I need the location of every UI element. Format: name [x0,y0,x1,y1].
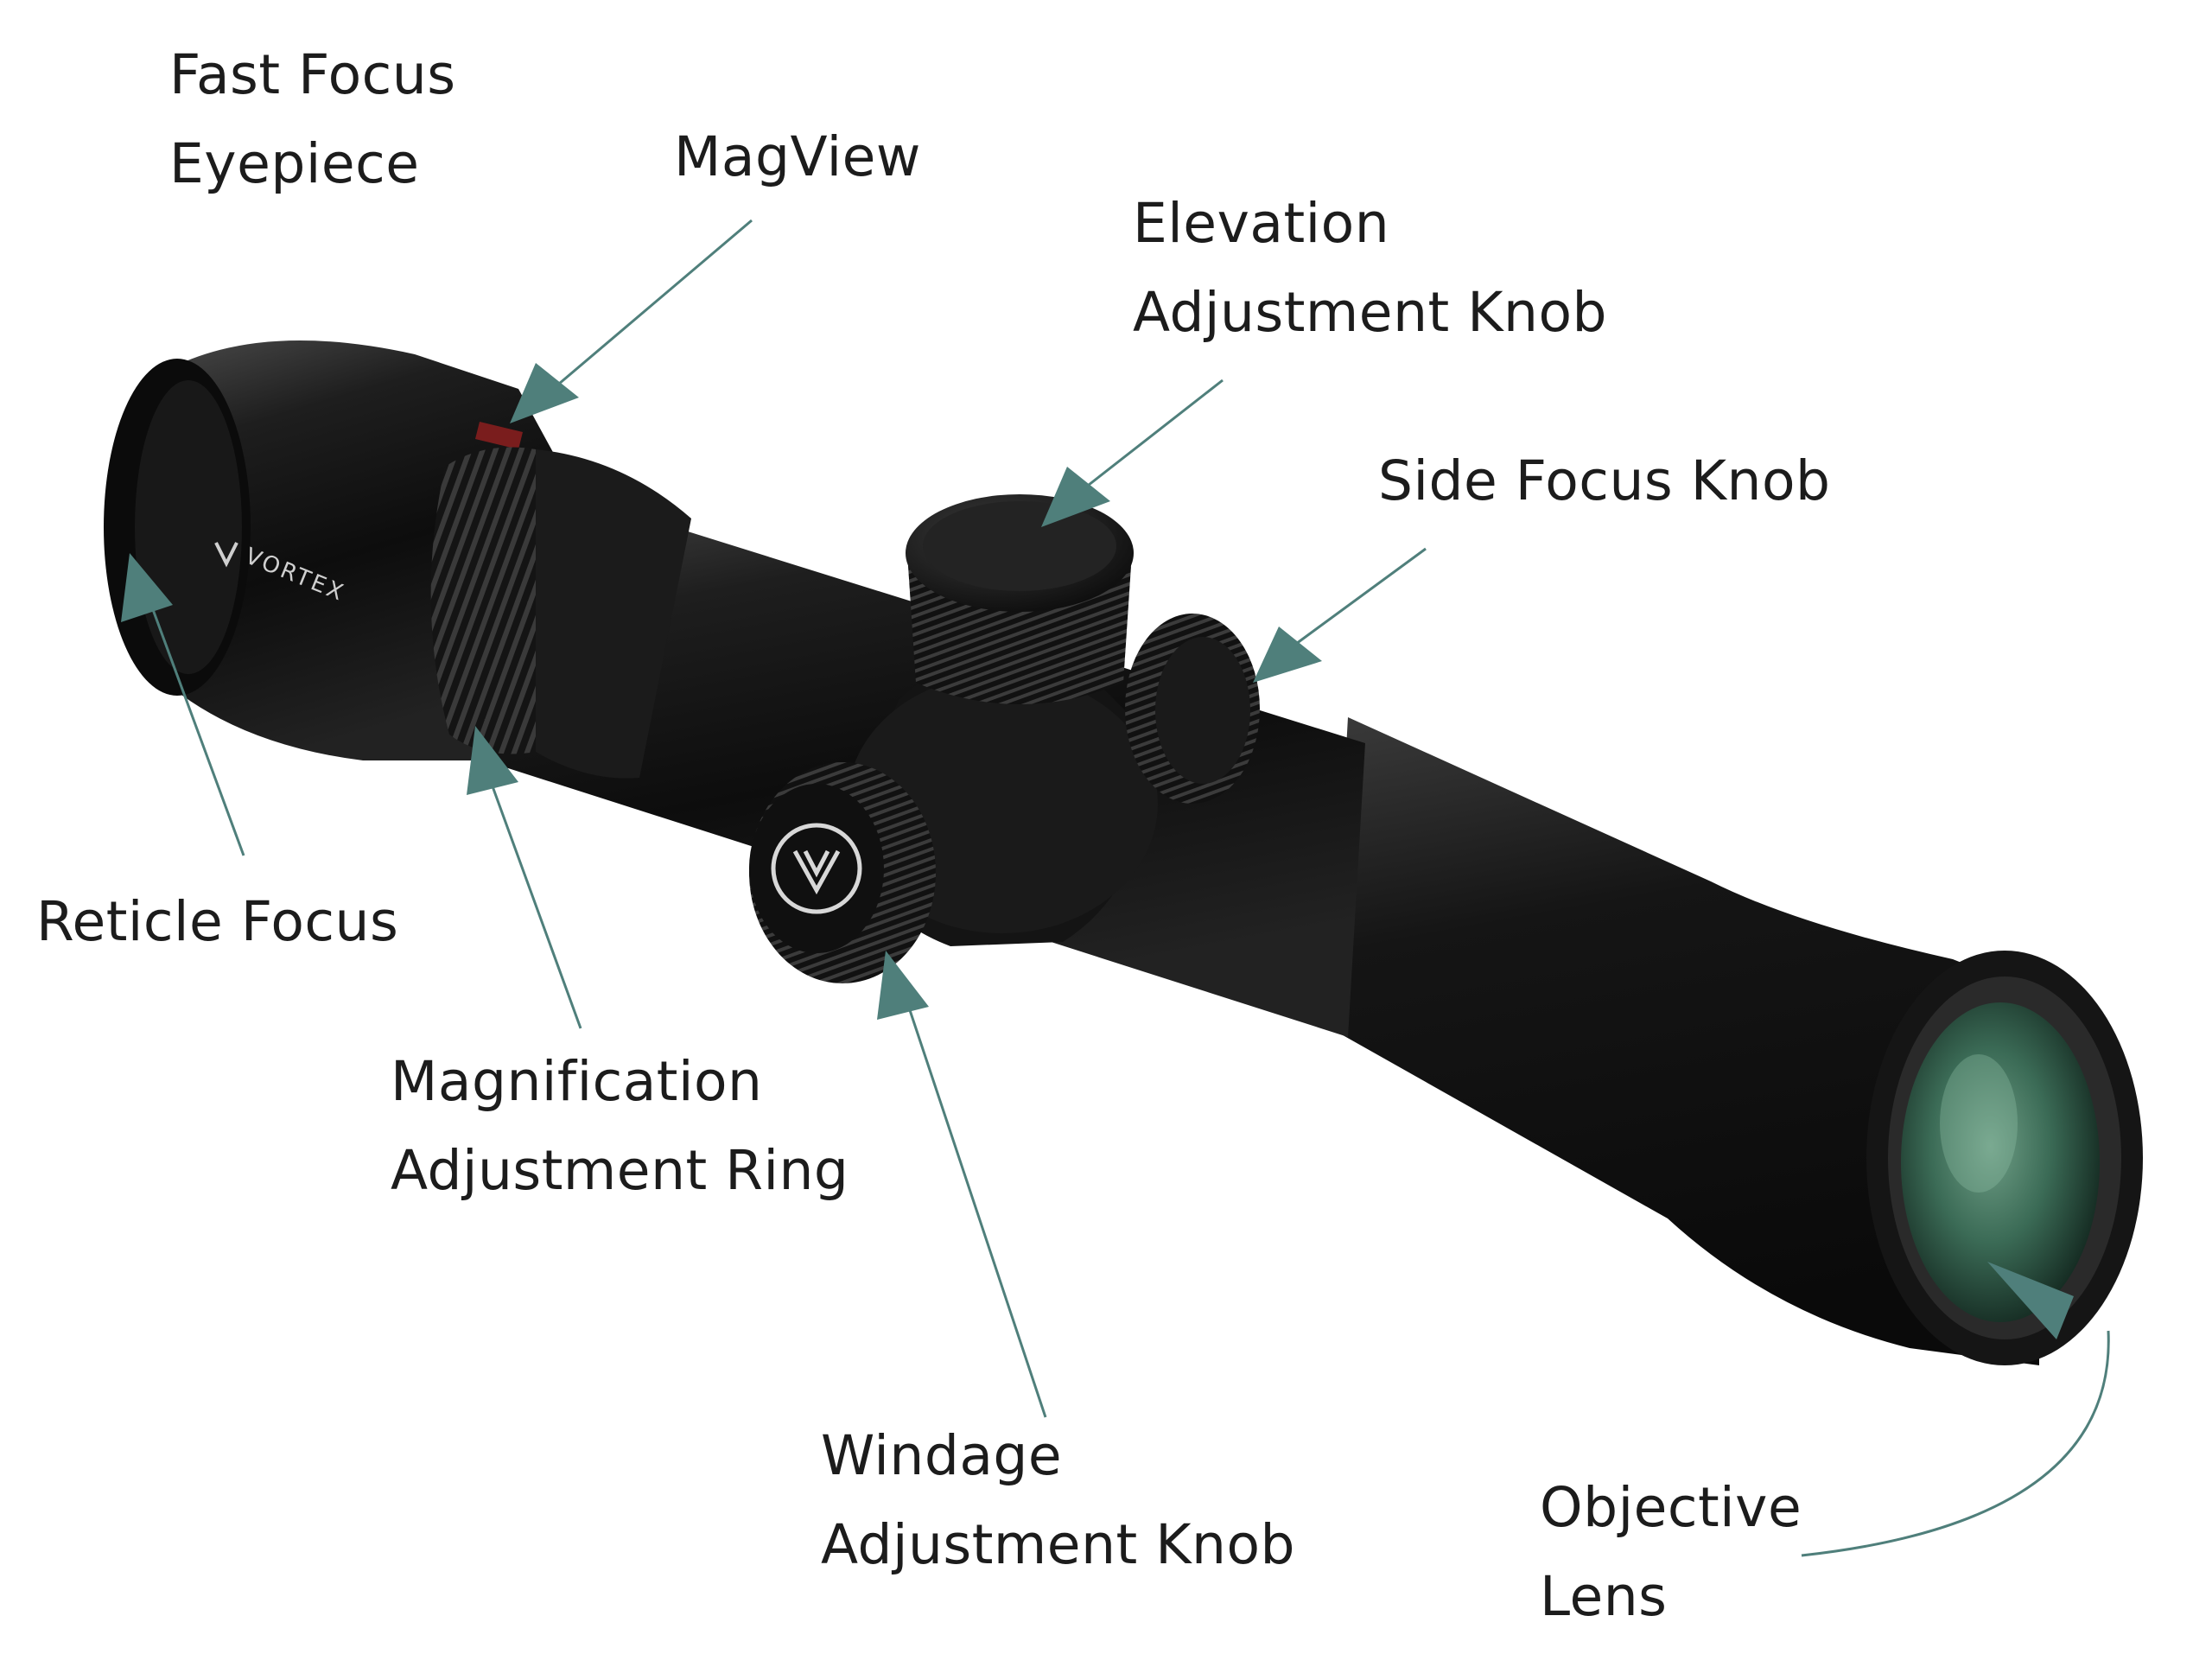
label-side-focus-knob: Side Focus Knob [1378,449,1831,512]
objective-lens-glass [1901,1002,2100,1322]
vortex-small-logo [214,542,238,568]
objective-arrow-line [1801,1330,2110,1557]
magnification-arrow-line [491,786,582,1029]
side-focus-arrowhead [1253,627,1322,683]
label-fast-focus-eyepiece: Fast Focus Eyepiece [169,43,456,195]
magview-arrow-line [552,219,753,391]
label-objective-lens: Objective Lens [1540,1476,1802,1628]
windage-arrowhead [877,951,929,1020]
label-magnification-adjustment-ring: Magnification Adjustment Ring [391,1050,849,1202]
objective-arrowhead [1987,1262,2074,1339]
elevation-arrowhead [1041,467,1110,527]
label-elevation-adjustment-knob: Elevation Adjustment Knob [1133,192,1607,344]
reticle-focus-arrowhead [121,553,173,622]
magnification-ring-knurl [430,447,562,754]
vortex-logo-cap [771,823,862,914]
label-reticle-focus: Reticle Focus [36,890,399,953]
reticle-focus-arrow-line [149,604,245,856]
objective-bell [1331,717,2039,1365]
magview-ring [475,422,523,449]
magview-arrowhead [510,363,579,423]
magnification-arrowhead [467,726,518,795]
label-magview: MagView [674,125,921,188]
label-windage-adjustment-knob: Windage Adjustment Knob [821,1424,1295,1576]
elevation-arrow-line [1084,379,1224,490]
side-focus-arrow-line [1295,547,1427,646]
windage-arrow-line [906,1002,1047,1418]
